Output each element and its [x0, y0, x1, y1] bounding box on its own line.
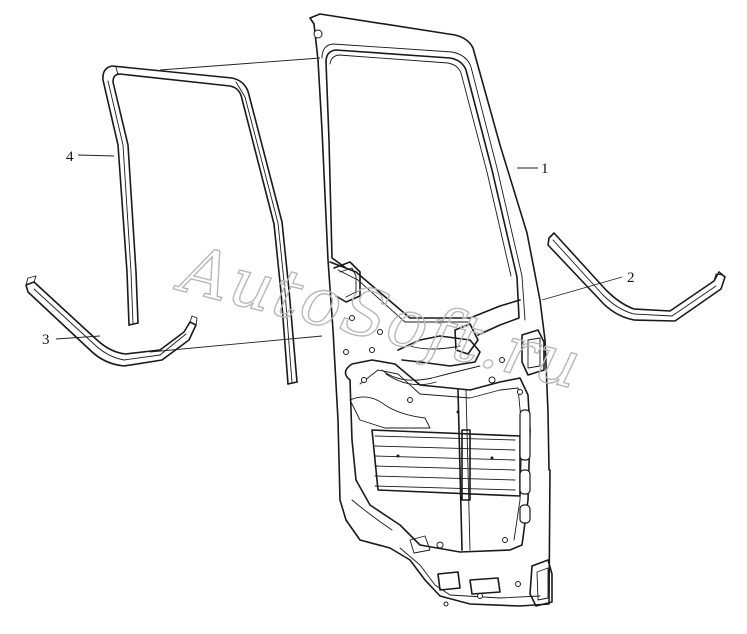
callout-2: 2	[627, 270, 635, 286]
callout-3: 3	[42, 332, 50, 348]
part-1-door-assembly	[309, 13, 553, 607]
callout-4: 4	[66, 149, 74, 165]
leader-line-4	[77, 154, 115, 157]
watermark: AutoSoft.ru	[168, 229, 590, 404]
leader-line-3-mid	[149, 335, 323, 353]
leader-line-4-top	[159, 57, 321, 71]
leader-line-2	[541, 276, 623, 301]
part-3-weatherstrip-left	[25, 275, 198, 367]
part-4-glass-run-channel	[102, 65, 298, 385]
part-2-weatherstrip-right	[547, 232, 726, 322]
callout-1: 1	[541, 161, 549, 177]
callout-labels: 1 2 3 4	[42, 149, 635, 348]
leader-lines	[55, 57, 623, 353]
leader-line-3	[55, 335, 101, 340]
